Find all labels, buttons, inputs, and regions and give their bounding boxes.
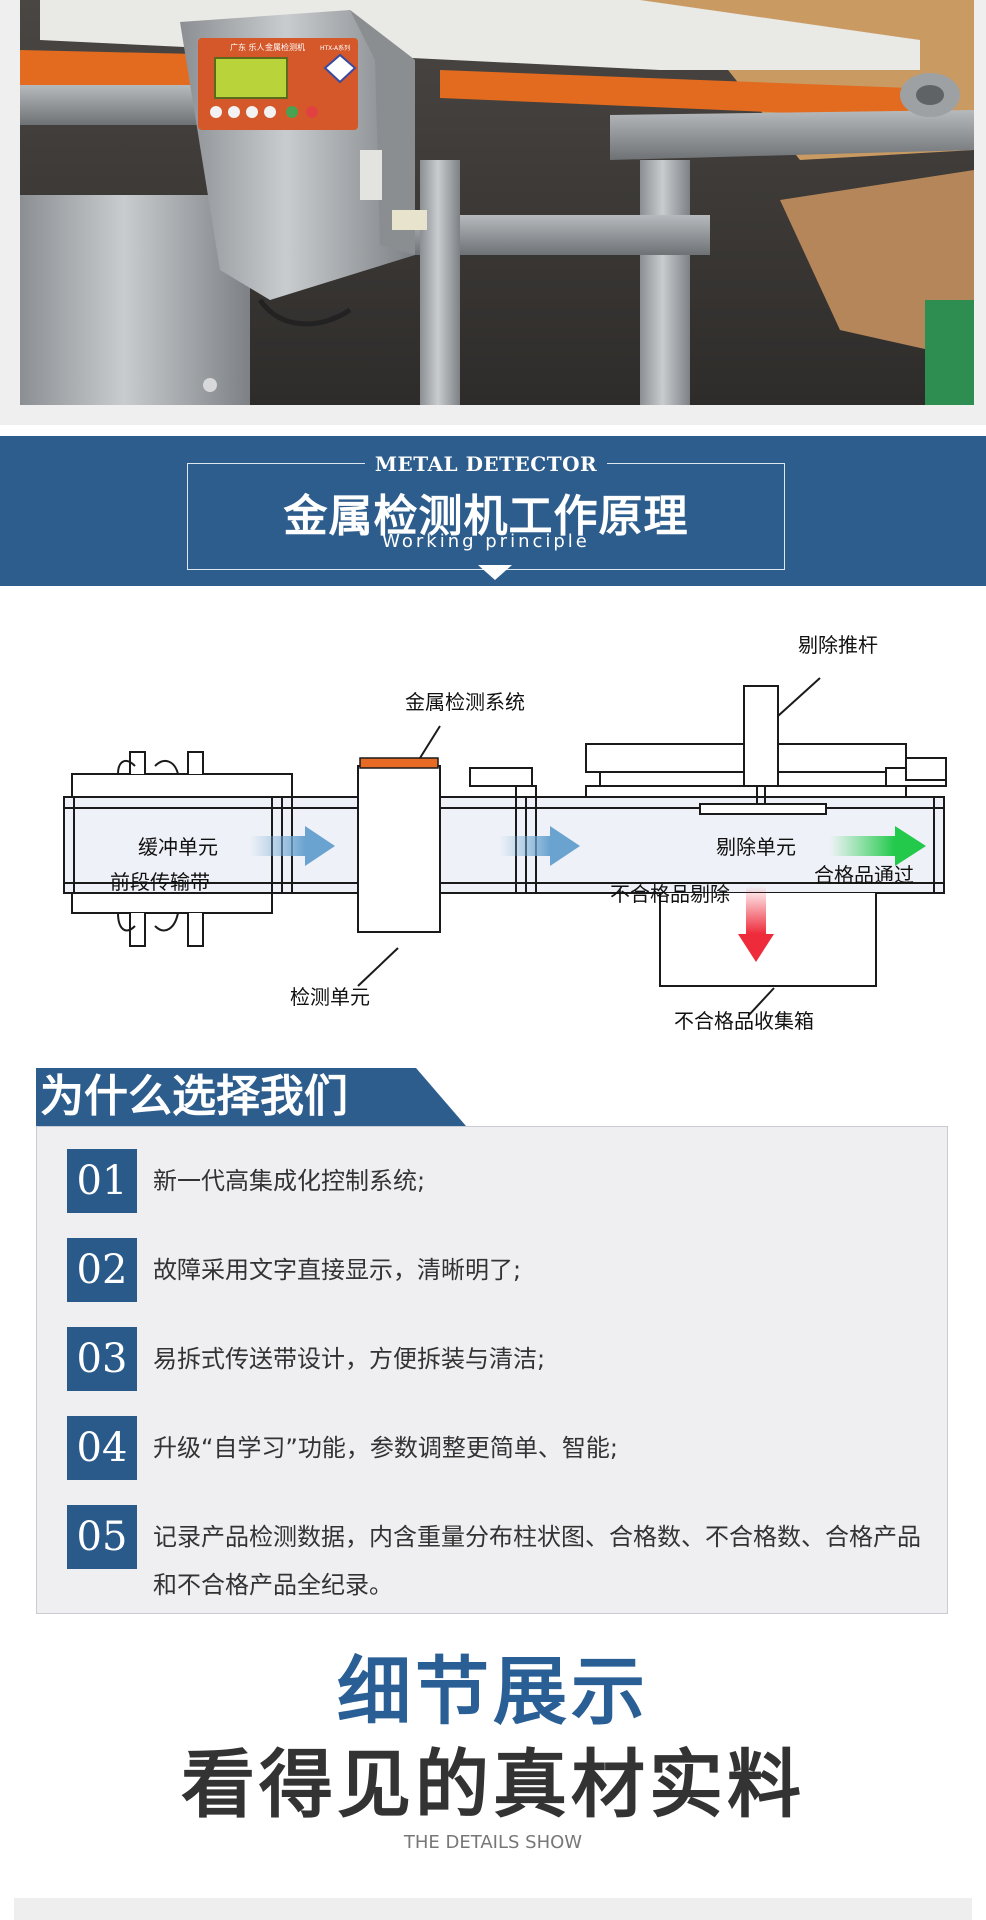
label-reject-out: 不合格品剔除 — [610, 882, 730, 906]
next-section-strip — [14, 1898, 972, 1920]
panel-brand-text: 广东 乐人 — [230, 42, 265, 52]
why-choose-us-panel: 01 新一代高集成化控制系统; 02 故障采用文字直接显示，清晰明了; 03 易… — [36, 1126, 948, 1614]
panel-title-text: 金属检测机 — [265, 42, 305, 52]
feature-text-04: 升级“自学习”功能，参数调整更简单、智能; — [153, 1434, 618, 1462]
label-front-conveyor: 前段传输带 — [110, 870, 210, 894]
banner-title: 金属检测机工作原理 — [283, 491, 689, 542]
details-english-caption: THE DETAILS SHOW — [403, 1832, 583, 1853]
feature-number-04: 04 — [67, 1416, 137, 1480]
banner-english-title-text: METAL DETECTOR — [364, 452, 608, 476]
feature-text-05: 记录产品检测数据，内含重量分布柱状图、合格数、不合格数、合格产品和不合格产品全纪… — [153, 1523, 921, 1599]
label-pass: 合格品通过 — [814, 863, 914, 887]
feature-text-02: 故障采用文字直接显示，清晰明了; — [153, 1256, 522, 1284]
feature-text-03: 易拆式传送带设计，方便拆装与清洁; — [153, 1345, 546, 1373]
label-detection-system: 金属检测系统 — [405, 690, 525, 714]
feature-number-01: 01 — [67, 1149, 137, 1213]
principle-diagram-svg: 金属检测系统 剔除推杆 缓冲单元 前段传输带 剔除单元 合格品通过 不合格品剔除… — [63, 633, 947, 1033]
label-reject-unit: 剔除单元 — [716, 835, 796, 859]
product-photo-section: 广东 乐人 金属检测机 HTX-A系列 — [0, 0, 986, 425]
feature-number-05: 05 — [67, 1505, 137, 1569]
machine-photo: 广东 乐人 金属检测机 HTX-A系列 — [20, 0, 974, 405]
why-choose-us-title: 为什么选择我们 — [40, 1071, 348, 1122]
banner-subtitle: Working principle — [382, 531, 590, 552]
panel-model-text: HTX-A系列 — [320, 44, 350, 52]
why-title-tab — [36, 1068, 466, 1126]
label-reject-bin: 不合格品收集箱 — [674, 1009, 814, 1033]
details-subtitle: 看得见的真材实料 — [181, 1742, 805, 1828]
label-buffer-unit: 缓冲单元 — [138, 835, 218, 859]
label-reject-pusher: 剔除推杆 — [798, 633, 878, 657]
banner-english-title: METAL DETECTOR — [187, 452, 785, 476]
working-principle-diagram: 金属检测系统 剔除推杆 缓冲单元 前段传输带 剔除单元 合格品通过 不合格品剔除… — [0, 586, 986, 1046]
metal-detector-photo-illustration: 广东 乐人 金属检测机 HTX-A系列 — [20, 0, 974, 405]
feature-text-01: 新一代高集成化控制系统; — [153, 1167, 426, 1195]
feature-number-02: 02 — [67, 1238, 137, 1302]
feature-number-03: 03 — [67, 1327, 137, 1391]
label-detection-unit: 检测单元 — [290, 985, 370, 1009]
banner-pointer-icon — [478, 565, 512, 580]
details-title: 细节展示 — [337, 1649, 649, 1735]
